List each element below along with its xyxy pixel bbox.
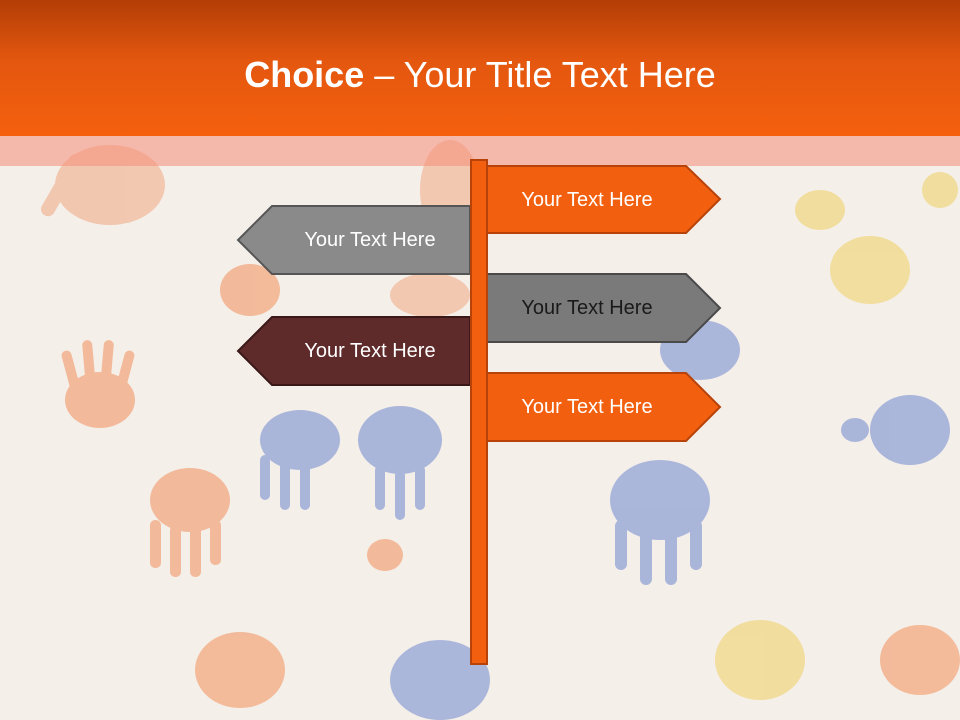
sign-label-left-2: Your Text Here (304, 340, 436, 362)
sign-label-right-1: Your Text Here (521, 189, 653, 211)
title-bar (0, 0, 960, 136)
sign-pole (470, 159, 488, 665)
sign-label-left-1: Your Text Here (304, 229, 436, 251)
sign-label-right-3: Your Text Here (521, 396, 653, 418)
title-bold: Choice (244, 54, 365, 95)
title-rest: – Your Title Text Here (364, 54, 716, 95)
sign-label-right-2: Your Text Here (521, 297, 653, 319)
slide-title: Choice – Your Title Text Here (0, 52, 960, 98)
